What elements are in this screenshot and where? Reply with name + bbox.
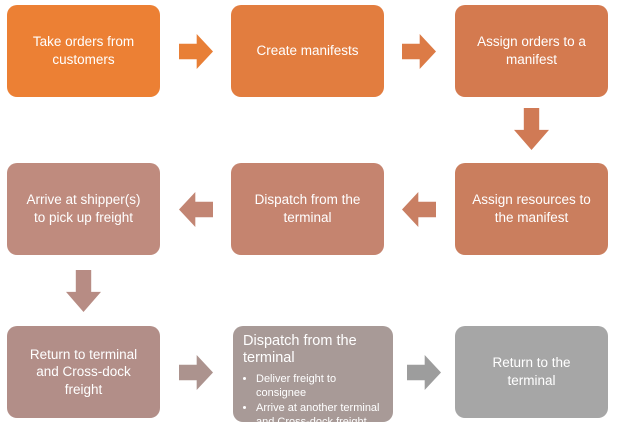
bullet-item: Deliver freight to consignee bbox=[256, 373, 383, 401]
flow-arrow-right-icon bbox=[402, 34, 436, 69]
node-arrive-shippers-label: Arrive at shipper(s) to pick up freight bbox=[26, 192, 141, 225]
flow-arrow-left-icon bbox=[402, 192, 436, 227]
node-return-crossdock-label: Return to terminal and Cross-dock freigh… bbox=[29, 346, 138, 397]
node-return-terminal: Return to the terminal bbox=[455, 326, 608, 418]
node-assign-resources-label: Assign resources to the manifest bbox=[472, 192, 591, 225]
node-dispatch-terminal-detail-title: Dispatch from the terminal bbox=[243, 333, 357, 367]
node-take-orders-label: Take orders from customers bbox=[32, 34, 135, 67]
node-return-crossdock: Return to terminal and Cross-dock freigh… bbox=[7, 326, 160, 418]
node-dispatch-terminal-label: Dispatch from the terminal bbox=[254, 192, 361, 225]
flow-arrow-down-icon bbox=[514, 108, 549, 150]
node-dispatch-terminal: Dispatch from the terminal bbox=[231, 163, 384, 255]
flow-arrow-down-icon bbox=[66, 270, 101, 312]
node-create-manifests-label: Create manifests bbox=[256, 43, 359, 59]
node-create-manifests: Create manifests bbox=[231, 5, 384, 97]
node-assign-orders-label: Assign orders to a manifest bbox=[477, 34, 586, 67]
bullet-item: Arrive at another terminal and Cross-doc… bbox=[256, 402, 383, 427]
flow-arrow-right-icon bbox=[407, 355, 441, 390]
flow-arrow-left-icon bbox=[179, 192, 213, 227]
node-take-orders: Take orders from customers bbox=[7, 5, 160, 97]
node-assign-orders: Assign orders to a manifest bbox=[455, 5, 608, 97]
node-arrive-shippers: Arrive at shipper(s) to pick up freight bbox=[7, 163, 160, 255]
node-dispatch-terminal-detail: Dispatch from the terminal Deliver freig… bbox=[233, 326, 393, 427]
flow-arrow-right-icon bbox=[179, 355, 213, 390]
node-return-terminal-label: Return to the terminal bbox=[492, 355, 571, 388]
node-dispatch-terminal-detail-bullets: Deliver freight to consignee Arrive at a… bbox=[243, 373, 383, 427]
node-assign-resources: Assign resources to the manifest bbox=[455, 163, 608, 255]
flow-arrow-right-icon bbox=[179, 34, 213, 69]
